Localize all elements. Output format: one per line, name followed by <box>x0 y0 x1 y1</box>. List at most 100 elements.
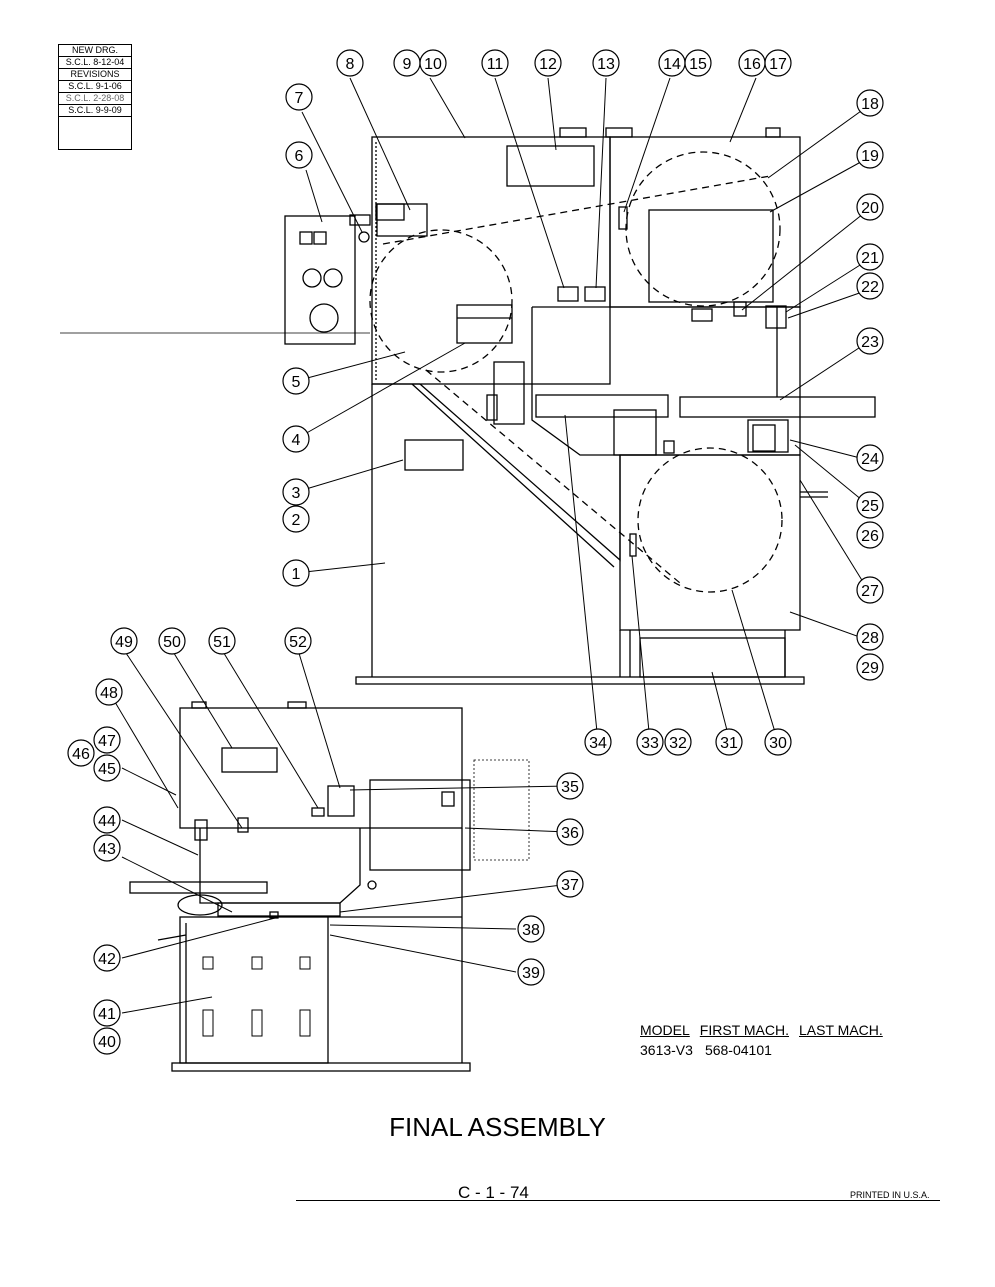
svg-text:44: 44 <box>98 813 116 830</box>
svg-text:12: 12 <box>539 56 557 73</box>
svg-text:10: 10 <box>424 56 442 73</box>
svg-text:15: 15 <box>689 56 707 73</box>
lower-cabinet <box>619 454 801 631</box>
svg-text:49: 49 <box>115 634 133 651</box>
callout-2: 2 <box>282 505 310 533</box>
callout-32: 32 <box>664 728 692 756</box>
callout-49: 49 <box>110 627 138 655</box>
callout-46: 46 <box>67 739 95 767</box>
svg-text:16: 16 <box>743 56 761 73</box>
callout-47: 47 <box>93 726 121 754</box>
callout-37: 37 <box>556 870 584 898</box>
callout-34: 34 <box>584 728 612 756</box>
svg-text:8: 8 <box>346 56 355 73</box>
svg-text:29: 29 <box>861 660 879 677</box>
svg-text:52: 52 <box>289 634 307 651</box>
callout-33: 33 <box>636 728 664 756</box>
callout-27: 27 <box>856 576 884 604</box>
svg-text:51: 51 <box>213 634 231 651</box>
svg-text:6: 6 <box>295 148 304 165</box>
callout-20: 20 <box>856 193 884 221</box>
revision-row: REVISIONS <box>59 69 131 81</box>
svg-text:42: 42 <box>98 951 116 968</box>
callout-13: 13 <box>592 49 620 77</box>
svg-text:2: 2 <box>292 512 301 529</box>
page-number: C - 1 - 74 <box>458 1183 529 1202</box>
callout-19: 19 <box>856 141 884 169</box>
callout-51: 51 <box>208 627 236 655</box>
callout-9: 9 <box>393 49 421 77</box>
callout-5: 5 <box>282 367 310 395</box>
svg-text:43: 43 <box>98 841 116 858</box>
callout-45: 45 <box>93 754 121 782</box>
revision-block: NEW DRG. S.C.L. 8-12-04 REVISIONS S.C.L.… <box>58 44 132 150</box>
svg-text:9: 9 <box>403 56 412 73</box>
svg-text:25: 25 <box>861 498 879 515</box>
callout-16: 16 <box>738 49 766 77</box>
svg-text:4: 4 <box>292 432 301 449</box>
svg-text:48: 48 <box>100 685 118 702</box>
callout-41: 41 <box>93 999 121 1027</box>
model-value: 3613-V3 <box>640 1042 693 1058</box>
svg-text:33: 33 <box>641 735 659 752</box>
upper-housing-left <box>371 136 611 385</box>
svg-text:40: 40 <box>98 1034 116 1051</box>
callout-28: 28 <box>856 623 884 651</box>
callout-18: 18 <box>856 89 884 117</box>
svg-text:36: 36 <box>561 825 579 842</box>
side-cabinet <box>179 916 329 1064</box>
revision-spacer <box>59 117 131 149</box>
svg-text:38: 38 <box>522 922 540 939</box>
svg-text:37: 37 <box>561 877 579 894</box>
callout-17: 17 <box>764 49 792 77</box>
callout-29: 29 <box>856 653 884 681</box>
callout-30: 30 <box>764 728 792 756</box>
callout-31: 31 <box>715 728 743 756</box>
revision-row: S.C.L. 9-1-06 <box>59 81 131 93</box>
svg-text:24: 24 <box>861 451 879 468</box>
svg-text:39: 39 <box>522 965 540 982</box>
header-model: MODEL <box>640 1022 690 1038</box>
electrical-box <box>369 779 471 871</box>
callout-4: 4 <box>282 425 310 453</box>
svg-text:34: 34 <box>589 735 607 752</box>
svg-text:3: 3 <box>292 485 301 502</box>
side-work-table <box>129 881 268 894</box>
svg-text:19: 19 <box>861 148 879 165</box>
callout-24: 24 <box>856 444 884 472</box>
work-table <box>679 396 876 418</box>
svg-text:23: 23 <box>861 334 879 351</box>
callout-35: 35 <box>556 772 584 800</box>
callout-23: 23 <box>856 327 884 355</box>
svg-text:27: 27 <box>861 583 879 600</box>
svg-text:30: 30 <box>769 735 787 752</box>
revision-row: S.C.L. 9-9-09 <box>59 105 131 117</box>
callout-48: 48 <box>95 678 123 706</box>
first-mach-value: 568-04101 <box>704 1042 772 1058</box>
callout-40: 40 <box>93 1027 121 1055</box>
svg-text:47: 47 <box>98 733 116 750</box>
nameplate <box>404 439 464 471</box>
callout-14: 14 <box>658 49 686 77</box>
callout-10: 10 <box>419 49 447 77</box>
svg-text:5: 5 <box>292 374 301 391</box>
revision-row: NEW DRG. <box>59 45 131 57</box>
callout-52: 52 <box>284 627 312 655</box>
svg-text:32: 32 <box>669 735 687 752</box>
callout-25: 25 <box>856 491 884 519</box>
lower-wheel <box>637 447 783 593</box>
callout-44: 44 <box>93 806 121 834</box>
svg-text:14: 14 <box>663 56 681 73</box>
svg-text:46: 46 <box>72 746 90 763</box>
svg-text:31: 31 <box>720 735 738 752</box>
svg-text:45: 45 <box>98 761 116 778</box>
svg-text:50: 50 <box>163 634 181 651</box>
svg-text:17: 17 <box>769 56 787 73</box>
svg-text:1: 1 <box>292 566 301 583</box>
header-first-mach: FIRST MACH. <box>699 1022 789 1038</box>
base-plate <box>355 676 805 685</box>
svg-text:41: 41 <box>98 1006 116 1023</box>
